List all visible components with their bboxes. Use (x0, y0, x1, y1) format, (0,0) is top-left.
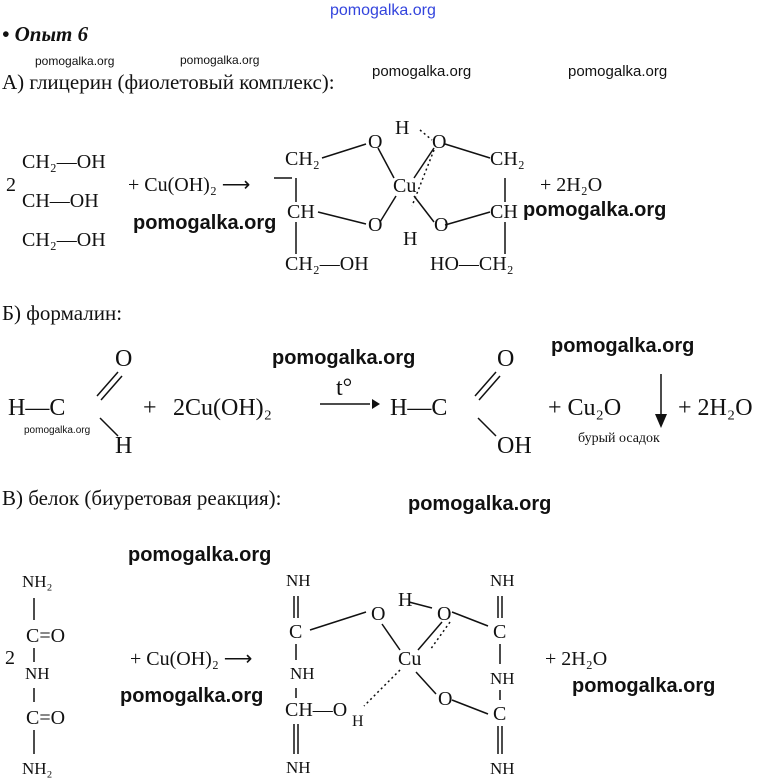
complex-right: CH₂ (490, 148, 525, 170)
experiment-title: • Опыт 6 (2, 22, 89, 46)
reagent: 2Cu(OH)₂ (173, 395, 273, 421)
complex-right: NH (490, 669, 515, 688)
hydrogen: H (352, 713, 364, 730)
oxygen: O (434, 214, 449, 236)
watermark: pomogalka.org (572, 675, 716, 697)
coefficient: 2 (5, 647, 15, 669)
reagent: + Cu(OH)₂ ⟶ (130, 648, 253, 670)
section-a-heading: А) глицерин (фиолетовый комплекс): (2, 70, 335, 94)
watermark: pomogalka.org (330, 2, 436, 19)
complex-right: NH (490, 571, 515, 590)
watermark: pomogalka.org (372, 63, 472, 80)
watermark: pomogalka.org (35, 54, 115, 68)
biuret-atom: NH₂ (22, 759, 53, 778)
section-c-heading: В) белок (биуретовая реакция): (2, 486, 282, 510)
complex-left: CH₂ (285, 148, 320, 170)
watermark: pomogalka.org (24, 425, 91, 436)
watermark: pomogalka.org (133, 212, 277, 234)
oxygen: O (115, 346, 133, 372)
complex-right: CH (490, 201, 518, 223)
watermark: pomogalka.org (568, 63, 668, 80)
watermark: pomogalka.org (128, 544, 272, 566)
watermark: pomogalka.org (272, 347, 416, 369)
hydrogen: H (398, 589, 413, 611)
oxygen: O (437, 603, 452, 625)
complex-left: NH (286, 758, 311, 777)
formaldehyde-hc: H—C (8, 395, 66, 421)
oxygen: O (497, 346, 515, 372)
complex-left: NH (286, 571, 311, 590)
biuret-atom: NH₂ (22, 572, 53, 591)
biuret-atom: NH (25, 664, 50, 683)
copper-oxide: + Cu₂O (548, 395, 622, 421)
watermark: pomogalka.org (120, 685, 264, 707)
copper: Cu (393, 175, 417, 197)
biuret-atom: C=O (26, 625, 66, 647)
reagent: + Cu(OH)₂ ⟶ (128, 174, 251, 196)
product: + 2H₂O (545, 648, 608, 670)
complex-right: C (493, 621, 507, 643)
precipitate-note: бурый осадок (578, 431, 660, 446)
oxygen: O (368, 214, 383, 236)
complex-left: CH₂—OH (285, 253, 369, 275)
complex-right: NH (490, 759, 515, 778)
watermark: pomogalka.org (523, 199, 667, 221)
complex-left: NH (290, 664, 315, 683)
product: + 2H₂O (540, 174, 603, 196)
oxygen: O (438, 688, 453, 710)
hydroxyl: OH (497, 433, 532, 459)
copper: Cu (398, 648, 422, 670)
watermark: pomogalka.org (408, 493, 552, 515)
oxygen: O (368, 131, 383, 153)
oxygen: O (371, 603, 386, 625)
hydrogen: H (395, 117, 410, 139)
glycerol-row: CH—OH (22, 190, 99, 212)
condition: t° (336, 375, 353, 401)
complex-left: CH (287, 201, 315, 223)
glycerol-row: CH₂—OH (22, 229, 106, 251)
glycerol-row: CH₂—OH (22, 151, 106, 173)
hydrogen: H (403, 228, 418, 250)
complex-left: C (289, 621, 303, 643)
section-b-heading: Б) формалин: (2, 301, 123, 325)
complex-right: C (493, 703, 507, 725)
watermark: pomogalka.org (180, 53, 260, 67)
coefficient: 2 (6, 174, 16, 196)
biuret-atom: C=O (26, 707, 66, 729)
watermark: pomogalka.org (551, 335, 695, 357)
complex-right: HO—CH₂ (430, 253, 514, 275)
complex-left: CH—O (285, 699, 348, 721)
oxygen: O (432, 131, 447, 153)
hydrogen: H (115, 433, 133, 459)
plus: + (143, 395, 157, 421)
water: + 2H₂O (678, 395, 753, 421)
formic-acid-hc: H—C (390, 395, 448, 421)
